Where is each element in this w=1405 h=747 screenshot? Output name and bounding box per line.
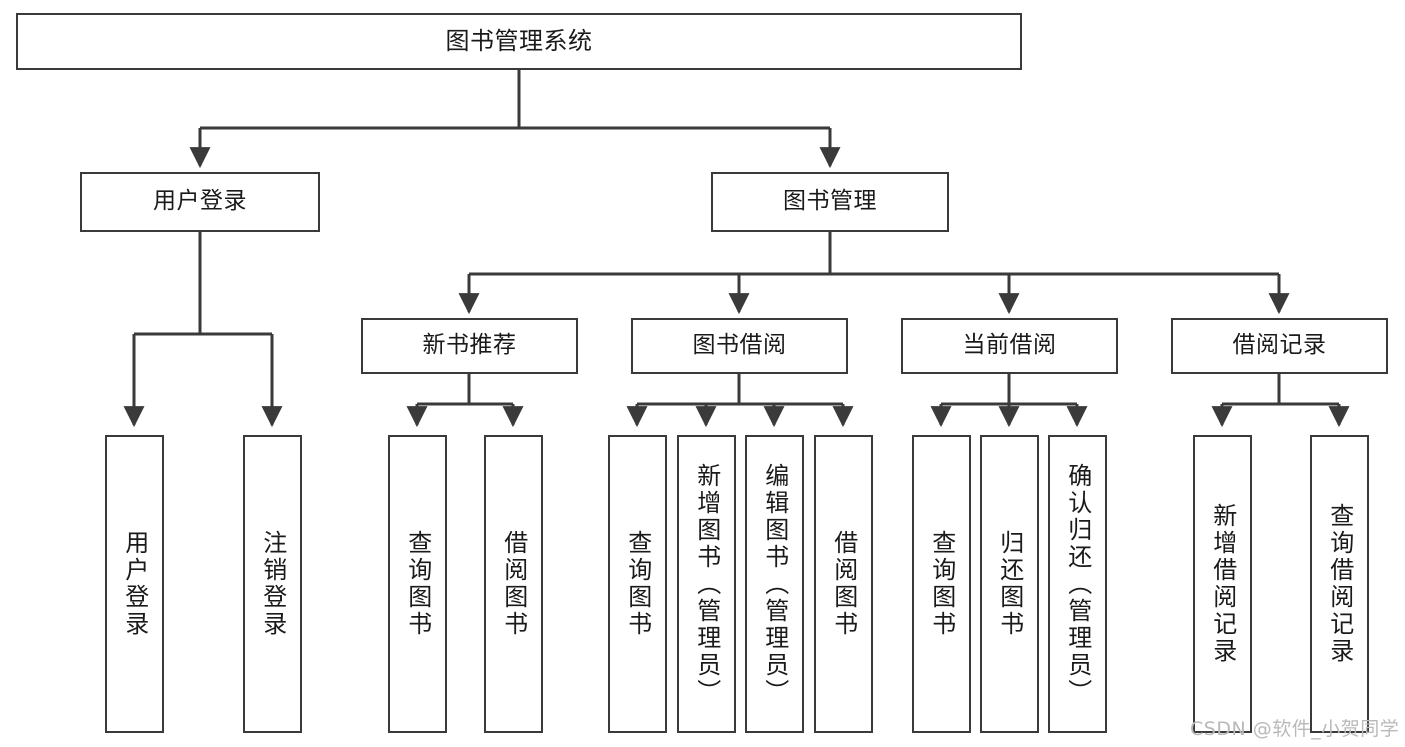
csdn-watermark: CSDN @软件_小贺同学 (1190, 718, 1400, 740)
node-leaf-user-login[interactable]: 用户登录 (105, 435, 164, 733)
node-book-manage[interactable]: 图书管理 (711, 172, 949, 232)
node-leaf-edit-book[interactable]: 编辑图书（管理员） (745, 435, 804, 733)
node-leaf-add-record-label: 新增借阅记录 (1208, 503, 1237, 665)
node-leaf-query-book-1-label: 查询图书 (403, 530, 432, 638)
node-leaf-borrow-book-1[interactable]: 借阅图书 (484, 435, 543, 733)
node-borrow-record-label: 借阅记录 (1232, 332, 1327, 359)
node-leaf-borrow-book-1-label: 借阅图书 (499, 530, 528, 638)
node-current-borrow-label: 当前借阅 (962, 332, 1057, 359)
node-leaf-add-book[interactable]: 新增图书（管理员） (677, 435, 736, 733)
node-leaf-query-record[interactable]: 查询借阅记录 (1310, 435, 1369, 733)
node-leaf-user-logout-label: 注销登录 (258, 530, 287, 638)
node-root[interactable]: 图书管理系统 (16, 13, 1022, 70)
node-user-login[interactable]: 用户登录 (80, 172, 320, 232)
node-leaf-query-book-1[interactable]: 查询图书 (388, 435, 447, 733)
node-book-manage-label: 图书管理 (783, 188, 877, 215)
node-new-book-recommend-label: 新书推荐 (422, 332, 517, 359)
node-leaf-query-book-3[interactable]: 查询图书 (912, 435, 971, 733)
node-leaf-confirm-return[interactable]: 确认归还（管理员） (1048, 435, 1107, 733)
node-leaf-add-book-label: 新增图书（管理员） (692, 462, 721, 706)
node-leaf-query-record-label: 查询借阅记录 (1325, 503, 1354, 665)
node-leaf-borrow-book-2-label: 借阅图书 (829, 530, 858, 638)
node-leaf-confirm-return-label: 确认归还（管理员） (1063, 462, 1092, 706)
node-leaf-query-book-2[interactable]: 查询图书 (608, 435, 667, 733)
node-root-label: 图书管理系统 (445, 27, 593, 56)
node-leaf-query-book-2-label: 查询图书 (623, 530, 652, 638)
node-leaf-user-logout[interactable]: 注销登录 (243, 435, 302, 733)
node-leaf-return-book[interactable]: 归还图书 (980, 435, 1039, 733)
node-leaf-user-login-label: 用户登录 (120, 530, 149, 638)
node-current-borrow[interactable]: 当前借阅 (901, 318, 1118, 374)
node-book-borrow[interactable]: 图书借阅 (631, 318, 848, 374)
node-user-login-label: 用户登录 (153, 188, 247, 215)
node-leaf-borrow-book-2[interactable]: 借阅图书 (814, 435, 873, 733)
node-new-book-recommend[interactable]: 新书推荐 (361, 318, 578, 374)
node-leaf-edit-book-label: 编辑图书（管理员） (760, 462, 789, 706)
node-leaf-return-book-label: 归还图书 (995, 530, 1024, 638)
node-leaf-add-record[interactable]: 新增借阅记录 (1193, 435, 1252, 733)
node-borrow-record[interactable]: 借阅记录 (1171, 318, 1388, 374)
node-book-borrow-label: 图书借阅 (692, 332, 787, 359)
node-leaf-query-book-3-label: 查询图书 (927, 530, 956, 638)
